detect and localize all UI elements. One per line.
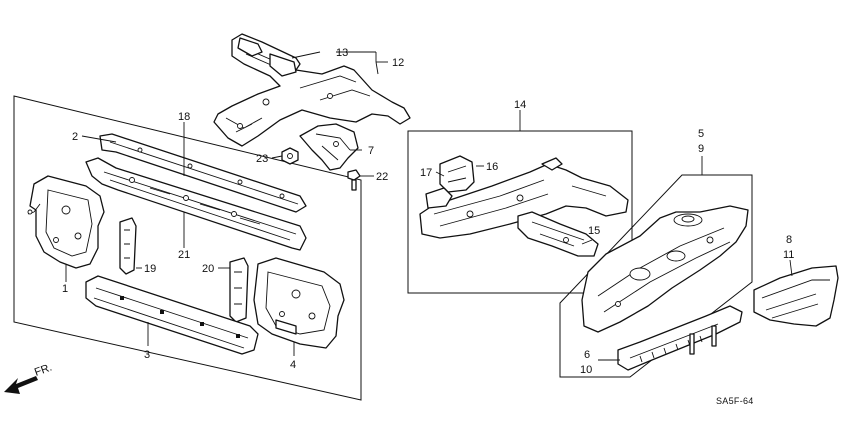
callout-8: 8 <box>786 234 792 246</box>
front-group-frame <box>13 95 362 401</box>
callout-19: 19 <box>144 263 156 275</box>
callout-5: 5 <box>698 128 704 140</box>
callout-6: 6 <box>584 349 590 361</box>
callout-20: 20 <box>202 263 214 275</box>
callout-3: 3 <box>144 349 150 361</box>
callout-14: 14 <box>514 99 526 111</box>
sill-member <box>617 305 743 371</box>
bracket-20 <box>229 257 249 323</box>
bolt-22 <box>347 169 361 191</box>
callout-10: 10 <box>580 364 592 376</box>
callout-22: 22 <box>376 171 388 183</box>
callout-labels: 13 12 18 2 7 23 22 21 19 20 1 3 4 14 16 … <box>62 47 794 376</box>
leader-lines <box>65 51 793 361</box>
lower-side-bracket <box>517 211 599 257</box>
rear-group-frame <box>559 174 753 378</box>
callout-16: 16 <box>486 161 498 173</box>
callout-9: 9 <box>698 143 704 155</box>
mount-bracket <box>425 155 475 209</box>
callout-2: 2 <box>72 131 78 143</box>
callout-12: 12 <box>392 57 404 69</box>
wheelhouse-panel <box>581 205 749 333</box>
front-label: FR. <box>33 361 54 378</box>
diagram-code: SA5F-64 <box>716 396 754 406</box>
callout-4: 4 <box>290 359 296 371</box>
callout-1: 1 <box>62 283 68 295</box>
side-frame <box>419 157 629 239</box>
callout-13: 13 <box>336 47 348 59</box>
callout-7: 7 <box>368 145 374 157</box>
upper-frame-rail <box>213 33 411 147</box>
right-bulkhead-side <box>253 257 345 349</box>
callout-17: 17 <box>420 167 432 179</box>
callout-21: 21 <box>178 249 190 261</box>
left-bulkhead-side <box>27 175 105 269</box>
bracket-7 <box>299 123 359 171</box>
callout-18: 18 <box>178 111 190 123</box>
callout-15: 15 <box>588 225 600 237</box>
upper-radiator-support <box>85 157 307 251</box>
callout-11: 11 <box>783 249 794 261</box>
nut-23 <box>281 147 299 165</box>
upper-bulkhead-bar <box>99 133 307 213</box>
bracket-19 <box>119 217 137 275</box>
rear-panel <box>753 265 839 327</box>
front-direction-arrow-icon <box>4 376 38 394</box>
lower-cross-member <box>85 275 259 355</box>
callout-23: 23 <box>256 153 268 165</box>
